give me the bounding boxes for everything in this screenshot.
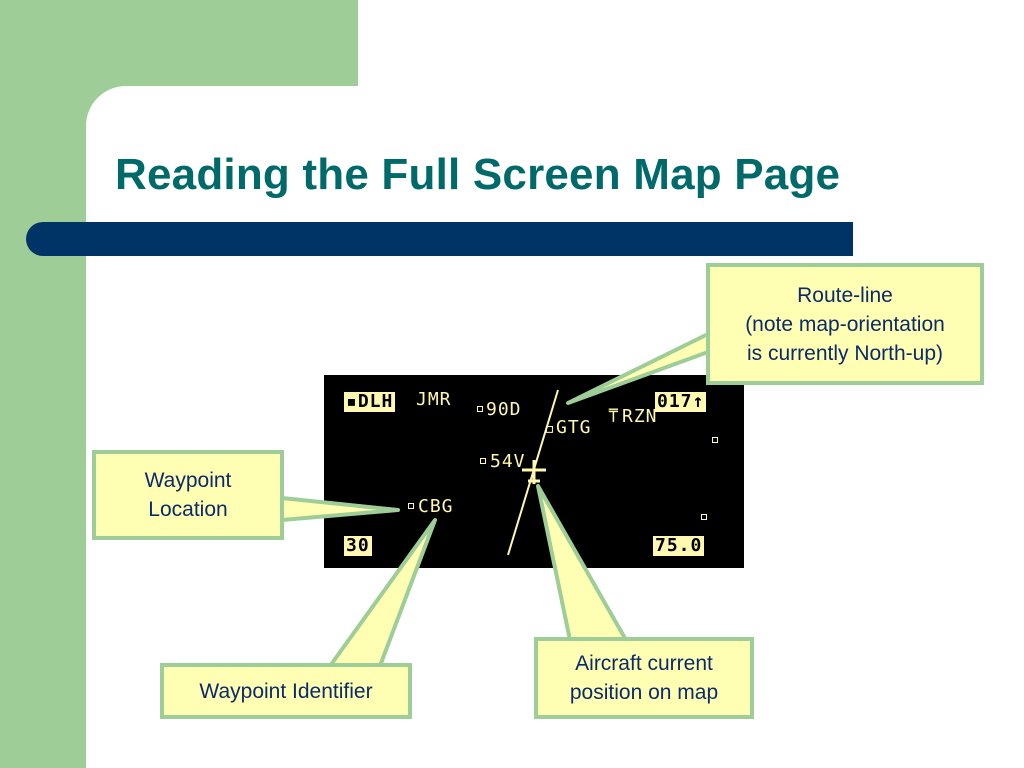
slide-title: Reading the Full Screen Map Page <box>115 150 841 199</box>
title-underline-bar <box>26 222 853 256</box>
waypoint-marker-icon: ▫ <box>544 418 556 439</box>
route-line-callout: Route-line (note map-orientation is curr… <box>706 263 984 385</box>
callout-text-line: Aircraft current <box>575 652 713 675</box>
callout-text-line: (note map-orientation <box>745 312 945 336</box>
waypoint-marker-icon <box>480 458 486 464</box>
callout-text-line: is currently North-up) <box>746 341 944 365</box>
waypoint-label-cbg: CBG <box>418 496 454 517</box>
slide-top-white-area <box>358 0 1024 86</box>
waypoint-label-90d: 90D <box>486 399 522 420</box>
callout-text-line: position on map <box>569 681 719 704</box>
route-line-layer <box>507 389 559 556</box>
callout-text-line: Waypoint <box>144 469 232 492</box>
waypoint-label-gtg: GTG <box>556 417 592 438</box>
waypoint-label-54v: 54V <box>490 451 526 472</box>
distance-readout: 75.0 <box>653 535 705 556</box>
waypoint-marker-icon <box>712 437 718 443</box>
waypoint-label-jmr: JMR <box>416 389 452 410</box>
callout-text-line: Location <box>148 498 228 521</box>
waypoint-label-rzn: RZN <box>622 406 658 427</box>
waypoint-marker-icon <box>701 514 707 520</box>
aircraft-symbol-icon <box>522 460 546 484</box>
callout-text-line: Waypoint Identifier <box>199 679 373 703</box>
selected-waypoint-label: DLH <box>357 391 394 412</box>
waypoint-location-callout: Waypoint Location <box>92 450 284 540</box>
aircraft-position-callout: Aircraft current position on map <box>534 637 754 719</box>
waypoint-marker-icon <box>408 503 414 509</box>
selected-waypoint-box: ▪DLH <box>344 391 396 412</box>
gps-map-screen: ▪DLH JMR 90D ▫ GTG ⍑ RZN 54V CBG 017↑ 30… <box>324 375 744 568</box>
waypoint-marker-icon <box>477 406 483 412</box>
waypoint-identifier-callout: Waypoint Identifier <box>160 663 412 719</box>
callout-text-line: Route-line <box>797 283 893 307</box>
airport-icon: ▪ <box>346 391 358 412</box>
airport-runway-icon: ⍑ <box>608 406 620 427</box>
